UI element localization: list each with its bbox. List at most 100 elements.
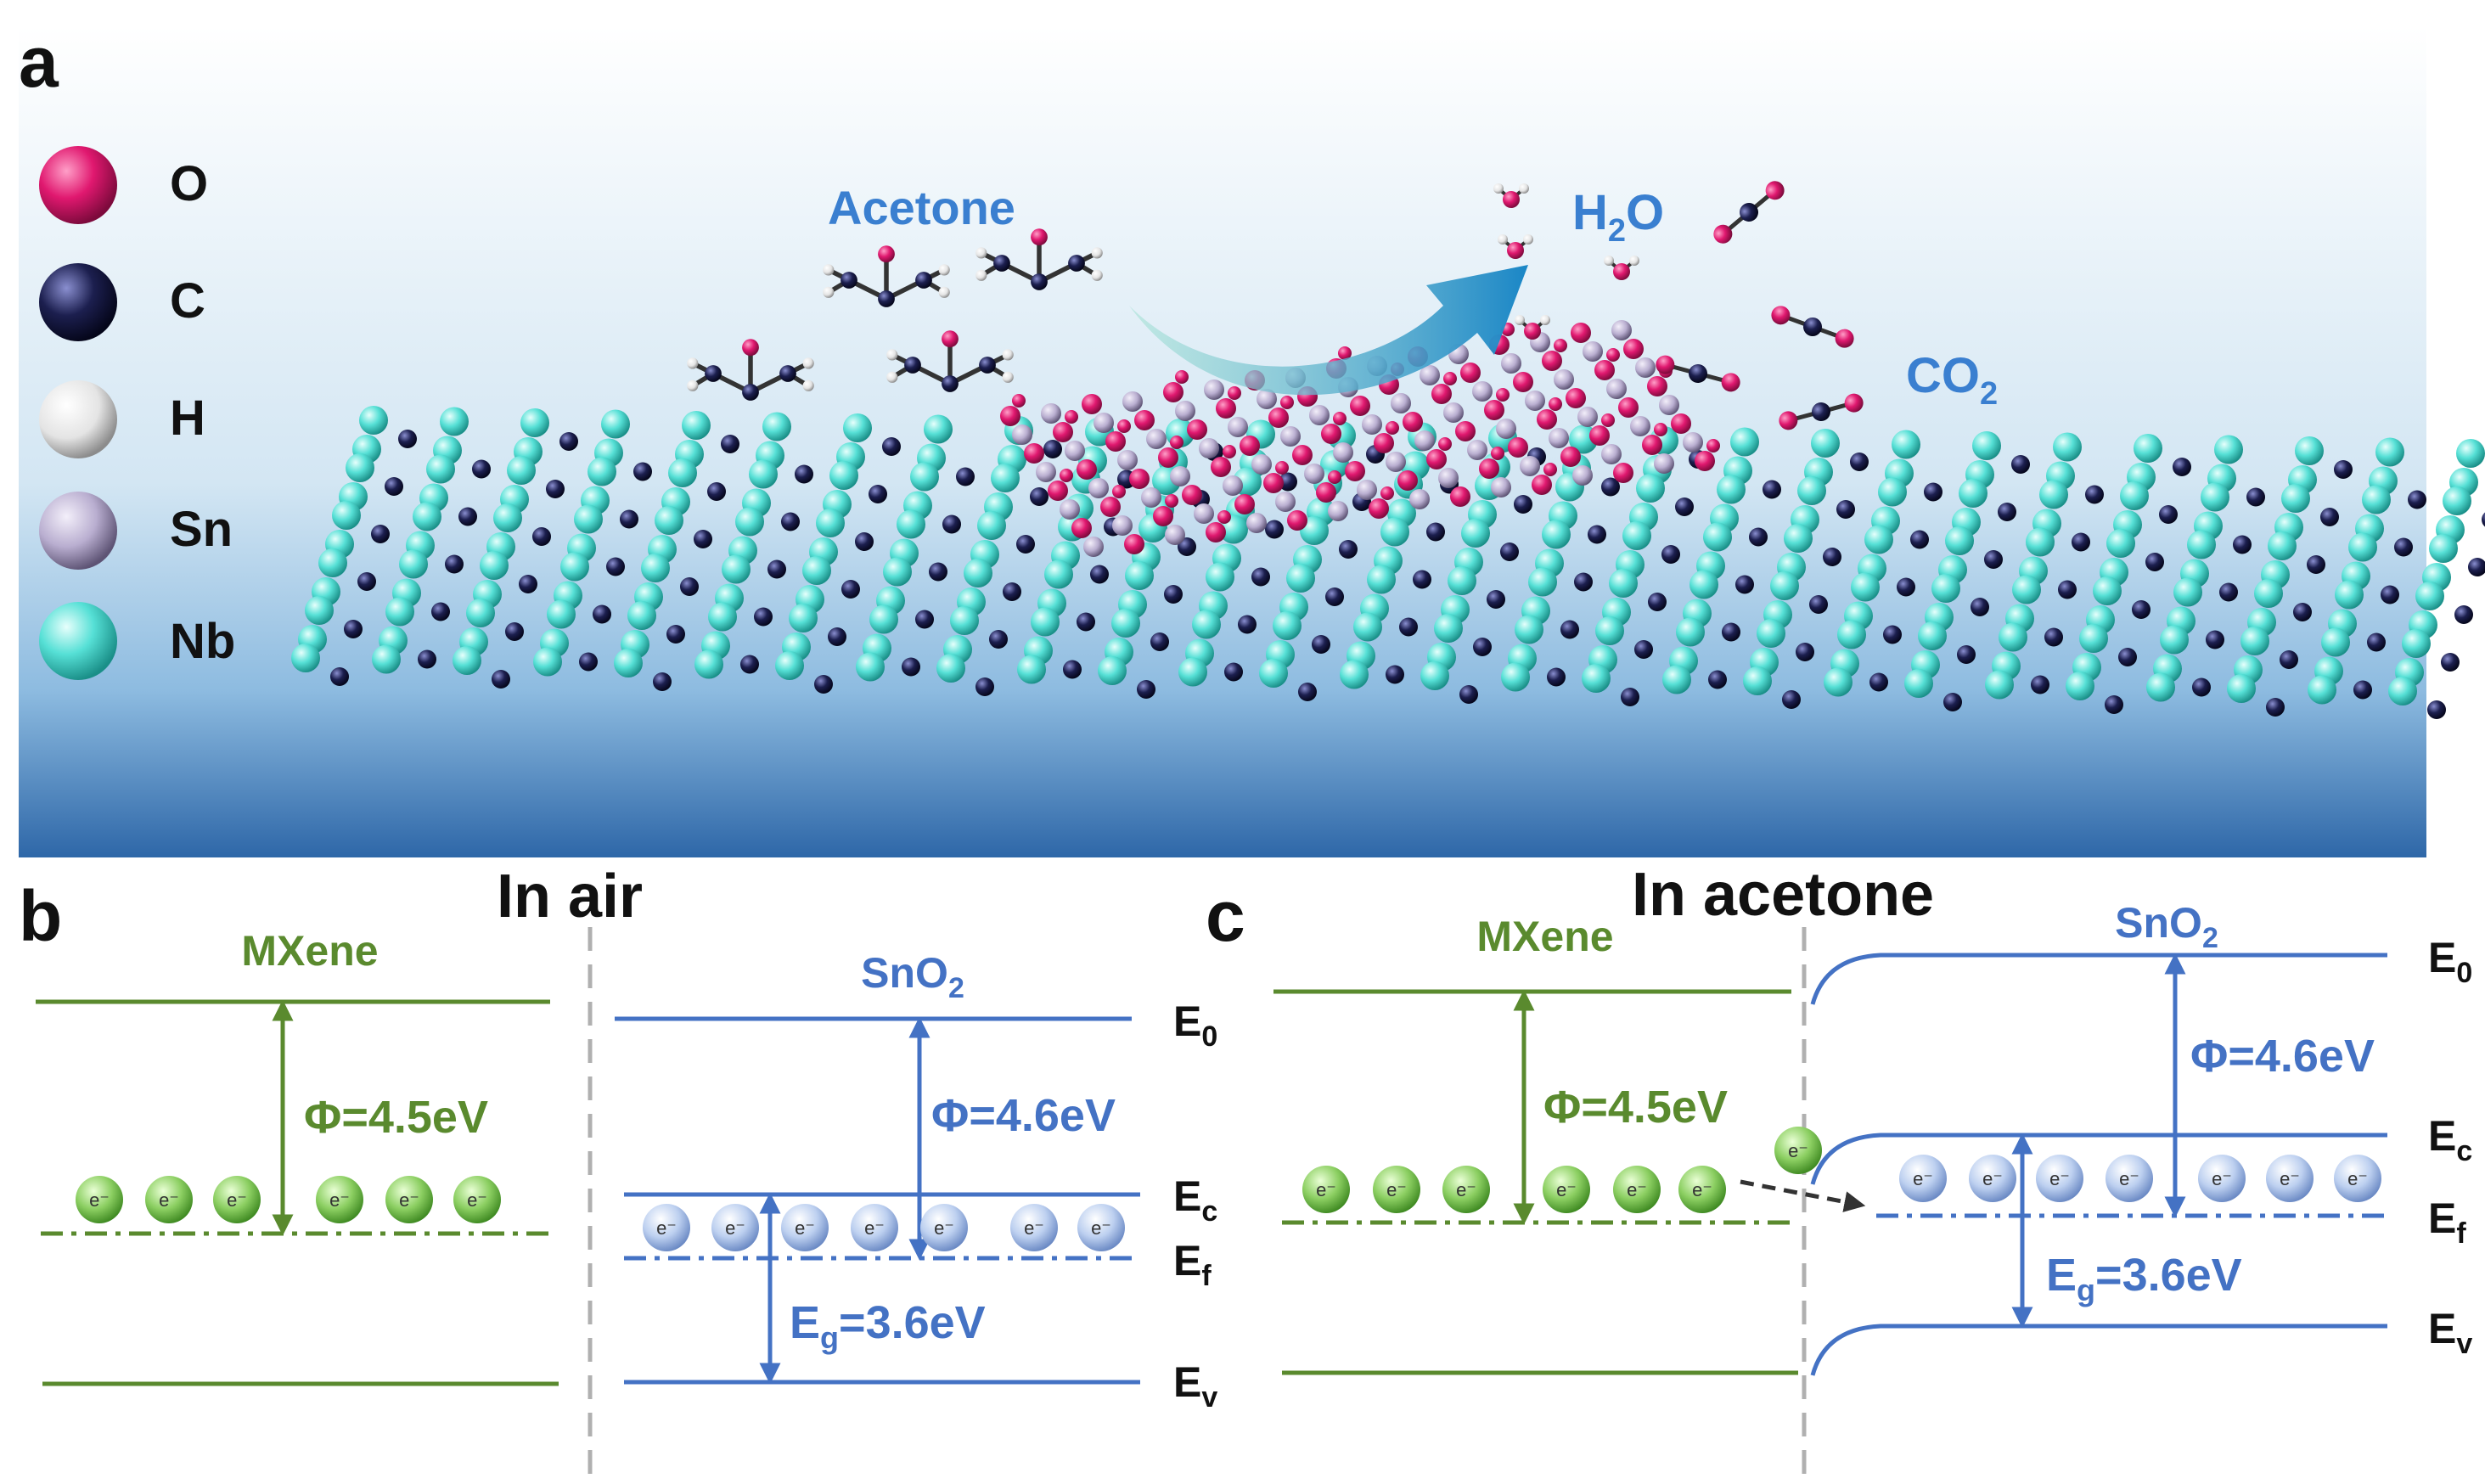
c-atom: [505, 622, 524, 641]
c-atom: [915, 272, 932, 289]
o-atom: [1287, 510, 1307, 531]
sn-atom: [1549, 428, 1569, 448]
electron: e⁻: [1543, 1166, 1590, 1213]
nb-atom: [1044, 559, 1073, 589]
electron-label: e⁻: [227, 1189, 247, 1211]
panel-c-ef-label: Ef: [2428, 1195, 2466, 1250]
o-atom: [1316, 482, 1336, 503]
c-atom: [795, 464, 813, 484]
o-atom: [1182, 485, 1202, 505]
nb-atom: [385, 597, 414, 627]
c-atom: [1238, 615, 1257, 634]
nb-atom: [1959, 479, 1987, 508]
nb-atom: [1206, 562, 1234, 592]
o-atom: [1134, 410, 1155, 430]
o-atom: [1217, 510, 1231, 524]
nb-atom: [694, 649, 723, 679]
sn-atom: [1630, 416, 1650, 436]
c-atom: [1809, 595, 1828, 614]
sn-atom: [1386, 452, 1406, 472]
c-atom: [2173, 458, 2191, 476]
electron: e⁻: [385, 1176, 433, 1223]
c-atom: [1648, 593, 1667, 611]
sn-atom: [1223, 475, 1243, 496]
h-atom: [1498, 234, 1508, 245]
panel-b-mxene-electrons: e⁻e⁻e⁻e⁻e⁻e⁻: [76, 1176, 501, 1223]
h-atom: [1515, 315, 1525, 325]
c-atom: [2320, 508, 2339, 526]
electron-label: e⁻: [1913, 1168, 1933, 1189]
co2-label: CO2: [1906, 348, 1998, 412]
sn-atom: [1204, 379, 1224, 400]
c-atom: [1487, 590, 1505, 609]
o-atom: [1601, 413, 1615, 427]
nb-atom: [1528, 567, 1557, 597]
nb-atom: [2281, 484, 2310, 513]
o-atom: [1012, 394, 1026, 408]
nb-atom: [291, 644, 320, 672]
nb-atom: [2120, 481, 2149, 510]
h2o-label: H2O: [1572, 185, 1664, 249]
nb-atom: [2066, 672, 2094, 700]
nb-atom: [641, 554, 670, 582]
nb-atom: [601, 409, 630, 439]
c-atom: [1708, 670, 1727, 689]
c-atom: [1399, 617, 1418, 637]
nb-atom: [2443, 486, 2471, 515]
h-atom: [1523, 234, 1533, 245]
o-atom: [1589, 425, 1610, 446]
o-atom: [1613, 263, 1630, 280]
c-atom: [828, 627, 846, 646]
o-atom: [1571, 323, 1591, 343]
electron-label: e⁻: [864, 1217, 885, 1239]
nb-atom: [1434, 614, 1463, 643]
nb-atom: [2160, 625, 2189, 655]
sn-atom: [1088, 478, 1109, 498]
c-atom: [1588, 525, 1606, 544]
c-atom: [1869, 672, 1888, 692]
electron-sphere: [1969, 1155, 2016, 1202]
c-atom: [1031, 273, 1048, 290]
sn-atom: [1304, 464, 1324, 484]
sn-atom: [1659, 395, 1679, 415]
c-atom: [993, 255, 1010, 272]
electron: e⁻: [213, 1176, 261, 1223]
c-atom: [357, 572, 376, 591]
c-atom: [1661, 545, 1680, 564]
sn-atom: [1194, 503, 1214, 524]
c-atom: [1943, 693, 1962, 711]
o-atom: [1524, 323, 1541, 340]
c-atom: [929, 562, 947, 582]
c-atom: [2219, 582, 2238, 602]
electron: e⁻: [2106, 1155, 2153, 1202]
nb-atom: [1945, 526, 1974, 555]
o-atom: [1642, 435, 1662, 455]
o-atom: [1560, 447, 1581, 467]
electron-label: e⁻: [1788, 1140, 1808, 1161]
acetone-label: Acetone: [828, 181, 1015, 234]
nb-atom: [332, 501, 361, 530]
sn-atom: [1611, 320, 1632, 340]
nb-atom: [950, 606, 979, 635]
co2-molecule: [1713, 181, 1785, 244]
c-atom: [472, 459, 491, 479]
panel-c-label: c: [1206, 876, 1245, 956]
c-atom: [1883, 625, 1902, 644]
electron-label: e⁻: [1627, 1179, 1647, 1200]
electron-sphere: [2106, 1155, 2153, 1202]
o-atom: [1187, 419, 1207, 440]
c-atom: [1426, 522, 1445, 542]
h-atom: [1629, 256, 1639, 266]
legend-nb-label: Nb: [170, 614, 235, 669]
electron: e⁻: [1373, 1166, 1420, 1213]
electron: e⁻: [1774, 1127, 1822, 1174]
nb-atom: [668, 458, 697, 487]
nb-atom: [1985, 670, 2014, 700]
sn-atom: [1583, 341, 1603, 362]
c-atom: [1251, 567, 1270, 587]
electron-label: e⁻: [89, 1189, 110, 1211]
sn-atom: [1554, 369, 1574, 390]
c-atom: [989, 630, 1008, 649]
o-atom: [742, 339, 759, 357]
o-atom: [1606, 348, 1620, 362]
